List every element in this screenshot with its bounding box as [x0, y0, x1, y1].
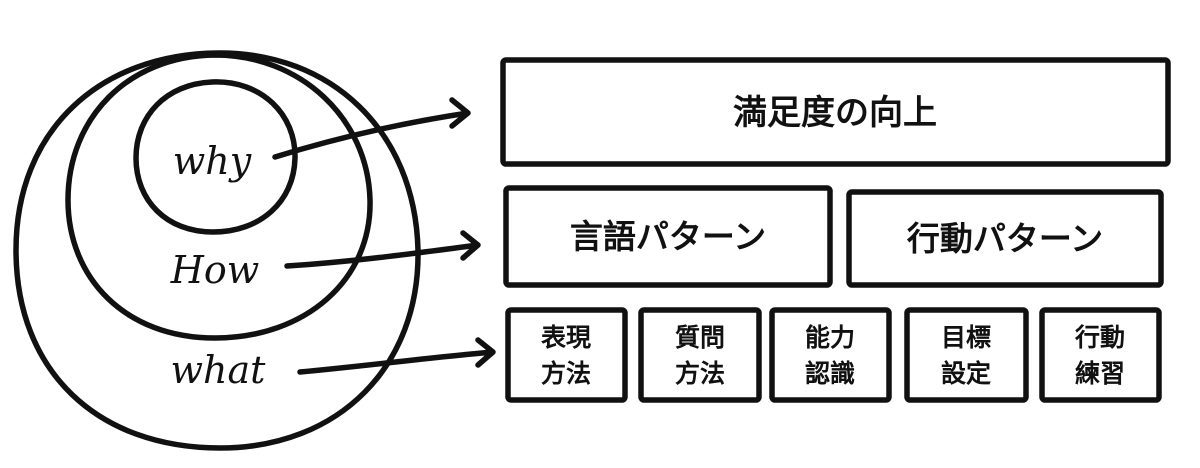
- bottom-box-goal: 目標 設定: [904, 307, 1029, 403]
- bottom-box-practice-line2: 練習: [1075, 359, 1125, 388]
- middle-box-language-label: 言語パターン: [570, 217, 766, 256]
- golden-circle: why How what: [13, 50, 421, 451]
- what-label: what: [171, 348, 267, 392]
- inner-circle: [133, 79, 298, 235]
- middle-box-language: 言語パターン: [503, 185, 833, 288]
- bottom-box-question: 質問 方法: [638, 307, 762, 403]
- bottom-box-question-line1: 質問: [675, 323, 725, 352]
- bottom-box-goal-line1: 目標: [941, 323, 991, 352]
- bottom-box-expression-line1: 表現: [541, 323, 591, 352]
- bottom-box-goal-line2: 設定: [941, 359, 991, 388]
- top-box-label: 満足度の向上: [733, 93, 937, 133]
- bottom-box-question-line2: 方法: [675, 359, 725, 388]
- bottom-box-practice: 行動 練習: [1039, 307, 1162, 403]
- arrow-how: [284, 230, 481, 269]
- arrow-why: [272, 97, 471, 160]
- how-label: How: [170, 248, 260, 292]
- bottom-box-expression-line2: 方法: [541, 359, 591, 388]
- middle-box-behavior-label: 行動パターン: [906, 219, 1103, 258]
- bottom-box-ability-line2: 認識: [805, 359, 855, 388]
- middle-circle: [65, 52, 373, 341]
- outer-circle: [13, 50, 421, 451]
- bottom-box-expression: 表現 方法: [505, 307, 628, 403]
- why-label: why: [173, 139, 252, 183]
- top-box: 満足度の向上: [500, 57, 1171, 167]
- arrow-what: [297, 337, 496, 375]
- bottom-box-ability: 能力 認識: [769, 307, 892, 403]
- bottom-box-ability-line1: 能力: [805, 323, 855, 352]
- arrows: [272, 97, 496, 375]
- bottom-box-practice-line1: 行動: [1074, 323, 1125, 352]
- middle-box-behavior: 行動パターン: [846, 189, 1164, 288]
